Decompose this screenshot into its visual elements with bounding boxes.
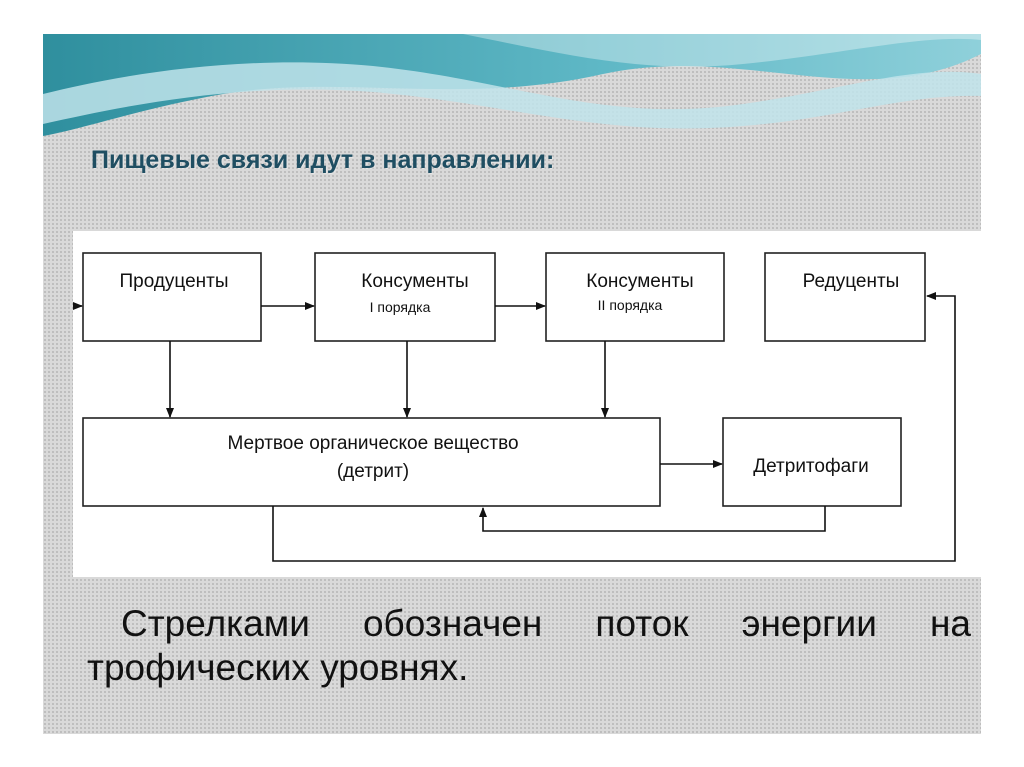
sublabel-consumers-1: I порядка [370,299,431,315]
label-consumers-2: Консументы [586,271,693,292]
node-consumers-2 [545,252,725,342]
slide-title: Пищевые связи идут в направлении: [91,146,555,174]
diagram-panel: Продуценты Консументы I порядка Консумен… [73,231,981,577]
edge-detritivores-to-detritus [479,506,826,532]
label-consumers-1: Консументы [361,271,468,292]
node-detritivores [722,417,902,507]
edge-detritus-to-reducers [272,292,956,562]
sublabel-consumers-2: II порядка [598,297,663,313]
food-chain-diagram: Продуценты Консументы I порядка Консумен… [73,252,956,562]
header-wave-decoration [43,34,981,136]
label-producers: Продуценты [119,271,228,292]
slide-caption: Стрелками обозначен поток энергии на тро… [87,603,971,688]
label-detritivores: Детритофаги [753,456,868,477]
node-reducers [764,252,926,342]
label-detritus: Мертвое органическое вещество [227,433,518,454]
node-detritus [82,417,661,507]
node-producers [82,252,262,342]
label-reducers: Редуценты [803,271,900,292]
node-consumers-1 [314,252,496,342]
sublabel-detritus: (детрит) [337,461,409,482]
slide: Пищевые связи идут в направлении: Продуц… [43,34,981,734]
